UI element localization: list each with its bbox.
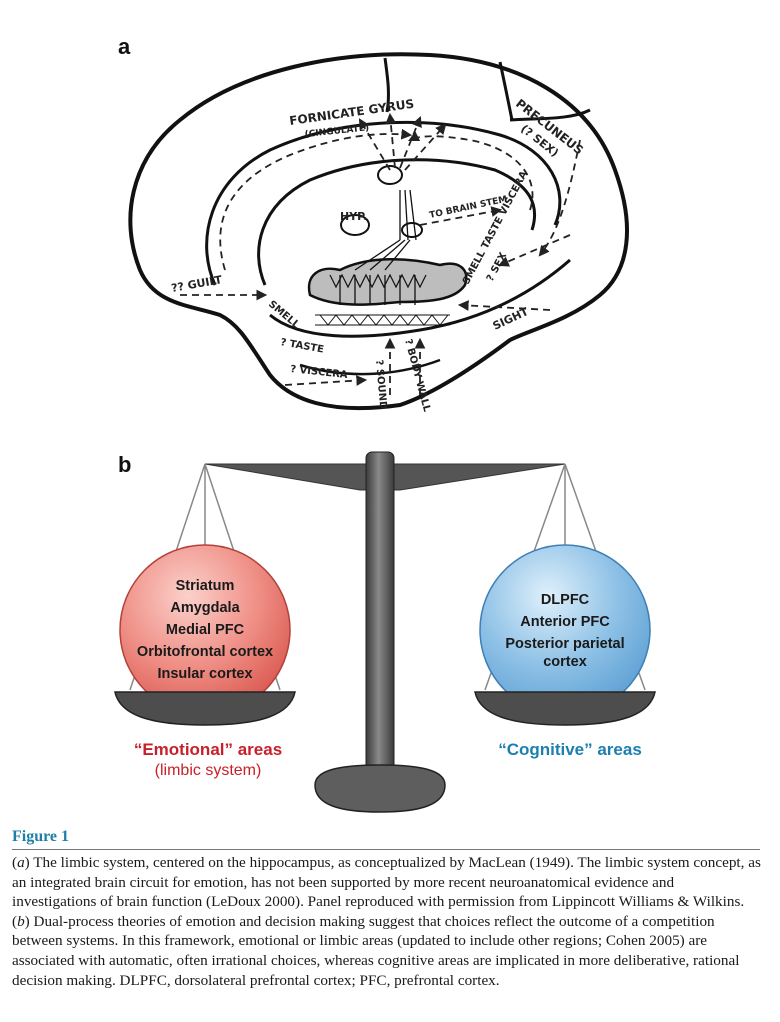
hypothalamus-node (340, 214, 370, 236)
region-anterior-pfc: Anterior PFC (520, 614, 610, 630)
caption-b-text: Dual-process theories of emotion and dec… (12, 912, 740, 989)
region-medial-pfc: Medial PFC (166, 622, 245, 638)
region-orbitofrontal-cortex: Orbitofrontal cortex (137, 644, 273, 660)
cognitive-sphere (479, 544, 651, 716)
figure-caption: (a) The limbic system, centered on the h… (12, 854, 761, 989)
label-hyp: HYP. (340, 210, 367, 223)
figure-title: Figure 1 (12, 828, 70, 845)
caption-divider (12, 849, 760, 850)
region-dlpfc: DLPFC (541, 592, 590, 608)
scale-base (314, 764, 446, 813)
label-sound: ? SOUND (373, 359, 388, 410)
cognitive-areas-label: “Cognitive” areas (498, 740, 642, 759)
region-cortex: cortex (543, 654, 587, 670)
limbic-system-sublabel: (limbic system) (154, 762, 262, 779)
panel-a-letter: a (118, 34, 131, 59)
region-posterior-parietal: Posterior parietal (505, 636, 624, 652)
caption-a-text: The limbic system, centered on the hippo… (12, 854, 761, 911)
caption-b-label: b (17, 912, 25, 930)
region-insular-cortex: Insular cortex (157, 666, 252, 682)
mammillary-body (377, 165, 403, 185)
right-scale-pan (474, 691, 656, 726)
region-amygdala: Amygdala (170, 600, 240, 616)
brain-outline (128, 52, 629, 411)
panel-b-letter: b (118, 452, 132, 477)
scale-pole (365, 451, 395, 771)
left-scale-pan (114, 691, 296, 726)
caption-a-label: a (17, 854, 25, 871)
region-striatum: Striatum (176, 578, 235, 594)
dual-process-balance-scale: Striatum Amygdala Medial PFC Orbitofront… (114, 451, 656, 813)
limbic-system-brain-illustration: FORNICATE GYRUS (CINGULATE) PRECUNEUS (?… (128, 52, 629, 414)
emotional-areas-label: “Emotional” areas (133, 740, 283, 759)
